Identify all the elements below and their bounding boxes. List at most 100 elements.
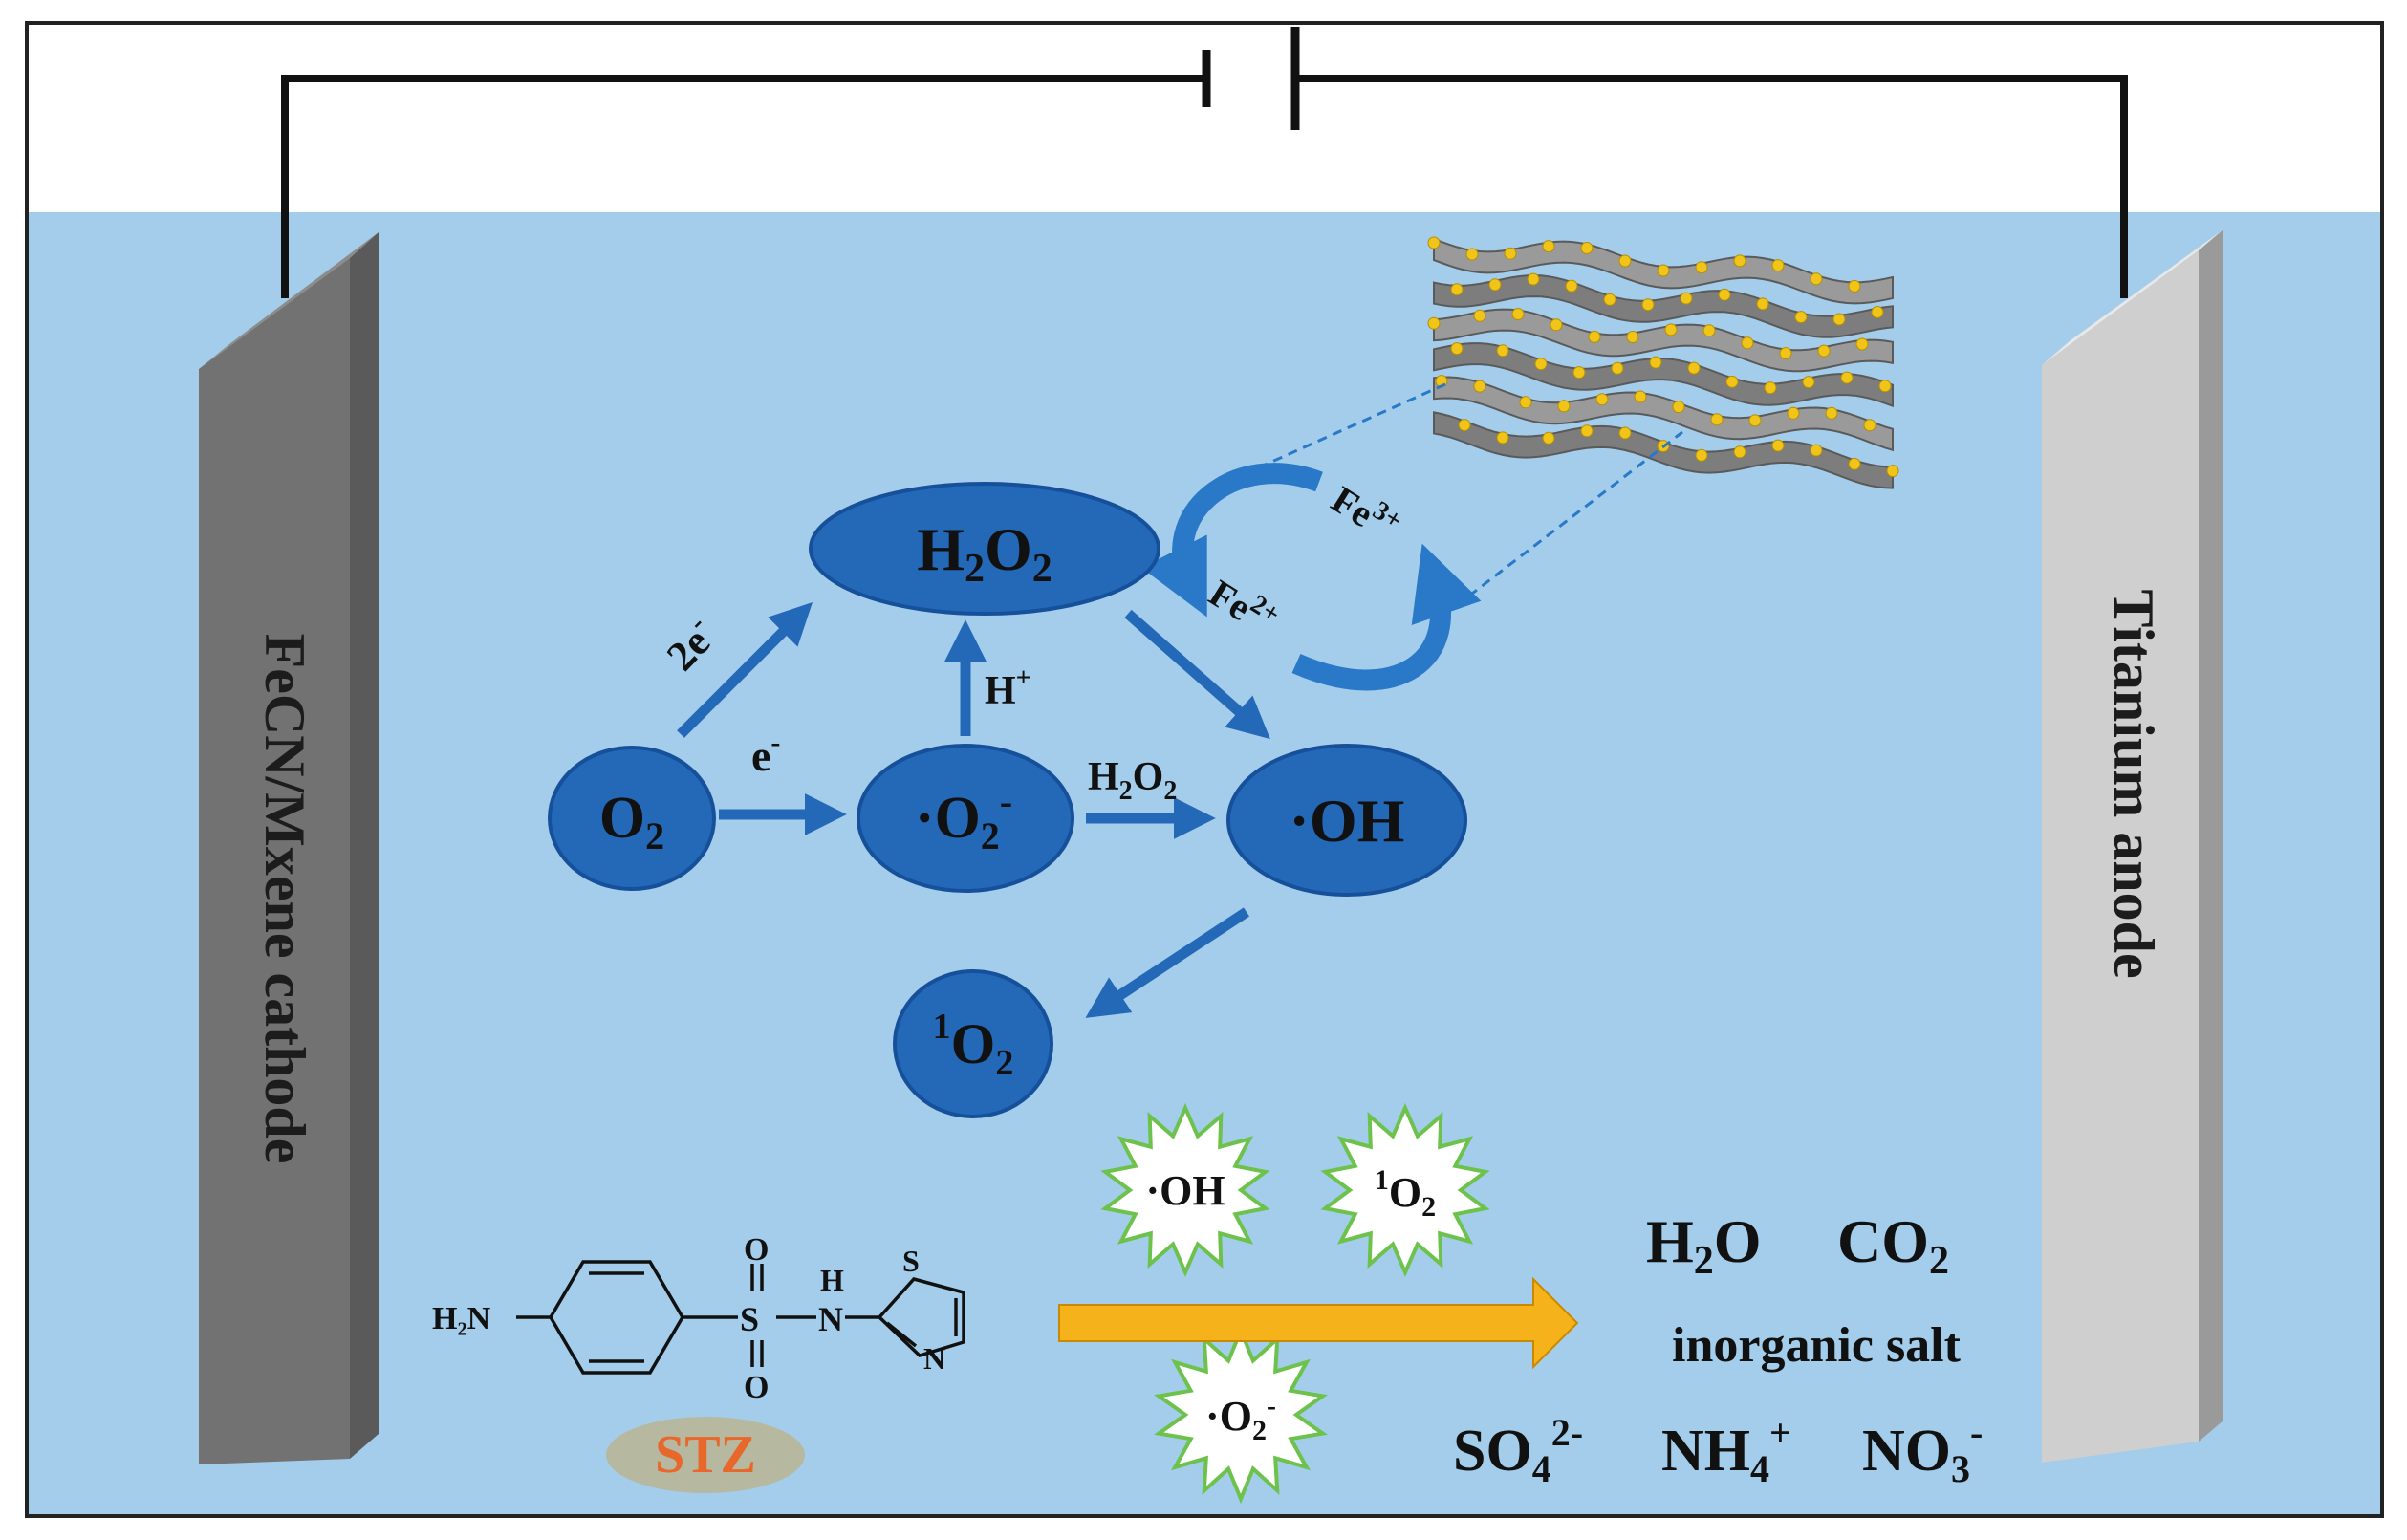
wire-left (281, 75, 1206, 298)
arrow-o2-to-h2o2 (677, 601, 813, 738)
node-singlet-oxygen: 1O2 (893, 969, 1053, 1118)
catalyst-particle (1519, 396, 1532, 409)
label-h2o2-reagent: H2O2 (1088, 755, 1177, 806)
catalyst-particle (1863, 419, 1876, 432)
catalyst-particle (1542, 240, 1555, 253)
catalyst-particle (1465, 248, 1479, 261)
anode-label: Titanium anode (2102, 589, 2165, 978)
catalyst-layer (1433, 342, 1894, 408)
catalyst-layer (1433, 308, 1894, 373)
catalyst-particle (1810, 272, 1823, 286)
svg-text:·O2-: ·O2- (1205, 1390, 1276, 1446)
atom-h2n: H₂N (432, 1301, 491, 1336)
catalyst-particle (1771, 439, 1785, 452)
catalyst-particle (1550, 318, 1563, 332)
electrolyte (29, 212, 2380, 1514)
catalyst-particle (1855, 337, 1869, 351)
catalyst-particle (1825, 406, 1838, 420)
catalyst-particle (1634, 390, 1647, 403)
degradation-arrow (1058, 1276, 1579, 1370)
catalyst-particle (1718, 288, 1731, 301)
catalyst-particle (1458, 419, 1471, 432)
catalyst-particle (1649, 356, 1662, 369)
product-water: H2O (1646, 1207, 1762, 1283)
catalyst-particle (1504, 247, 1517, 260)
node-o2: O2 (548, 746, 716, 891)
catalyst-particle (1710, 413, 1724, 426)
product-nitrate: NO3- (1862, 1411, 1983, 1490)
catalyst-particle (1626, 331, 1639, 343)
catalyst-particle (1848, 279, 1861, 293)
catalyst-particle (1534, 358, 1548, 371)
catalyst-particle (1542, 431, 1555, 445)
catalyst-particle (1886, 465, 1899, 478)
burst-hydroxyl: ·OH (1100, 1103, 1270, 1277)
catalyst-particle (1695, 448, 1708, 462)
svg-text:·OH: ·OH (1290, 787, 1405, 855)
catalyst-particle (1664, 323, 1678, 336)
catalyst-particle (1741, 336, 1754, 350)
arrow-h2o2-to-hydroxyl (1124, 609, 1270, 740)
product-salt-label: inorganic salt (1672, 1318, 1962, 1373)
node-superoxide: ·O2- (857, 744, 1074, 893)
svg-text:1O2: 1O2 (1375, 1164, 1436, 1223)
catalyst-particle (1687, 361, 1701, 375)
catalyst-particle (1672, 401, 1685, 414)
catalyst-particle (1840, 371, 1854, 384)
catalyst-particle (1580, 242, 1594, 254)
catalyst-particle (1748, 414, 1762, 427)
zoom-line-bottom (1442, 430, 1683, 618)
atom-nitrogen: N (818, 1300, 843, 1338)
catalyst-particle (1794, 311, 1808, 324)
catalyst-particle (1810, 444, 1823, 457)
burst-singlet: 1O2 (1320, 1103, 1490, 1277)
svg-text:1O2: 1O2 (933, 1007, 1014, 1083)
catalyst-particle (1496, 344, 1509, 358)
label-one-electron: e- (751, 727, 780, 780)
catalyst-particle (1427, 316, 1441, 330)
catalyst-particle (1450, 283, 1464, 296)
catalyst-particle (1756, 297, 1769, 311)
cathode-label: FeCN/Mxene cathode (253, 634, 316, 1164)
burst-superoxide: ·O2- (1154, 1325, 1328, 1505)
node-h2o2: H2O2 (809, 482, 1160, 616)
svg-text:H2O2: H2O2 (917, 515, 1052, 591)
atom-ring-sulfur: S (902, 1244, 920, 1278)
catalyst-particle (1557, 400, 1571, 413)
atom-sulfur: S (740, 1300, 759, 1338)
catalyst-particle (1641, 298, 1655, 312)
arrow-hydroxyl-to-singlet (1085, 907, 1250, 1018)
label-proton: H+ (985, 663, 1031, 713)
catalyst-particle (1733, 254, 1746, 268)
catalyst-particle (1565, 279, 1578, 293)
catalyst-particle (1771, 259, 1785, 272)
svg-text:O2: O2 (599, 786, 664, 857)
catalyst-particle (1427, 236, 1441, 249)
catalyst-particle (1725, 375, 1739, 388)
catalyst-particle (1473, 380, 1486, 393)
catalyst-particle (1817, 344, 1831, 358)
catalyst-particle (1657, 264, 1670, 277)
catalyst-particle (1588, 330, 1601, 343)
catalyst-particle (1473, 309, 1486, 322)
node-hydroxyl: ·OH (1226, 744, 1467, 897)
catalyst-layer (1433, 274, 1894, 338)
svg-text:·O2-: ·O2- (915, 780, 1012, 857)
fe2-to-fe3-arrow (1291, 543, 1482, 691)
stz-molecule: H₂N S O O N H S N (432, 1232, 965, 1405)
catalyst-particle (1580, 424, 1594, 438)
catalyst-particle (1832, 313, 1846, 326)
catalyst-particle (1695, 261, 1708, 274)
catalyst-particle (1488, 278, 1502, 292)
catalyst-particle (1618, 426, 1632, 440)
catalyst-particle (1680, 292, 1693, 305)
cathode-electrode (199, 232, 379, 1464)
product-co2: CO2 (1837, 1207, 1949, 1283)
catalyst-particle (1848, 457, 1861, 470)
catalyst-particle (1603, 293, 1616, 306)
catalyst-layer (1433, 376, 1894, 452)
product-sulfate: SO42- (1453, 1411, 1583, 1490)
product-ammonium: NH4+ (1661, 1411, 1791, 1490)
catalyst-particle (1702, 324, 1716, 337)
catalyst-particle (1450, 342, 1464, 356)
